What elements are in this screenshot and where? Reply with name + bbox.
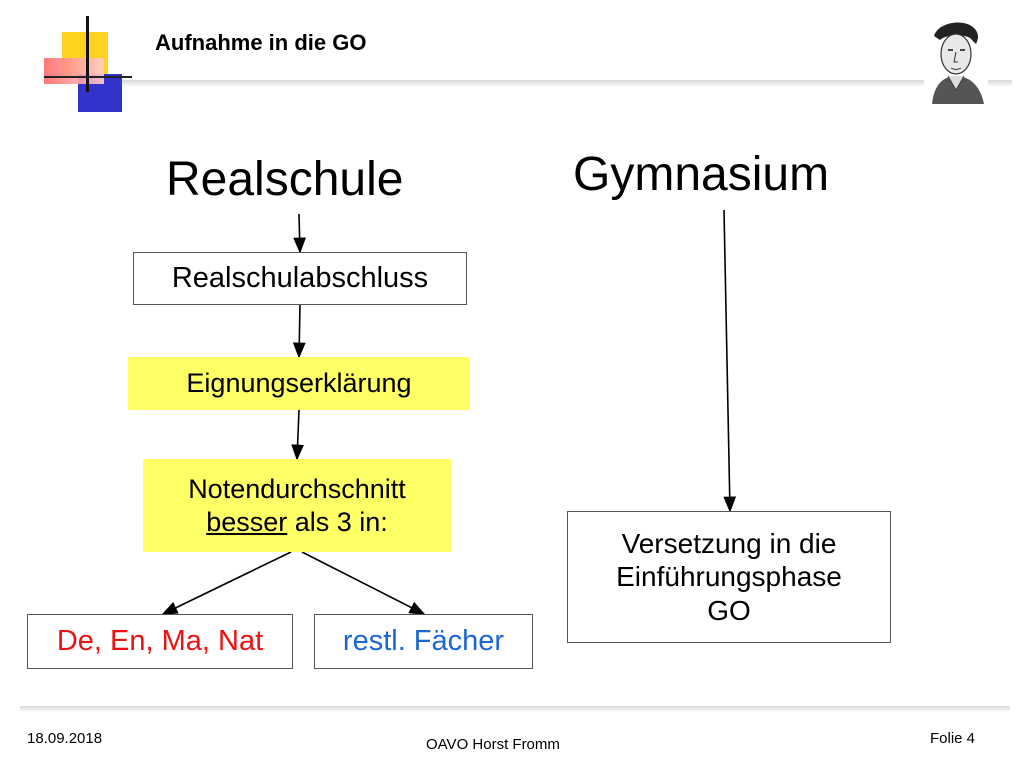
box-realschulabschluss: Realschulabschluss <box>133 252 467 305</box>
footer-date: 18.09.2018 <box>27 730 103 747</box>
arrow-gymnasium-to-versetzung <box>723 209 737 513</box>
box-noten-line2: besser als 3 in: <box>206 506 388 538</box>
box-core-faecher: De, En, Ma, Nat <box>27 614 293 669</box>
heading-gymnasium: Gymnasium <box>573 148 830 201</box>
logo-square-red <box>44 58 104 84</box>
box-notendurchschnitt: Notendurchschnitt besser als 3 in: <box>143 459 451 552</box>
box-versetzung-line2: Einführungsphase <box>616 561 842 593</box>
box-restl-faecher-label: restl. Fächer <box>342 625 505 658</box>
slide-title: Aufnahme in die GO <box>155 30 367 55</box>
box-restl-faecher: restl. Fächer <box>314 614 533 669</box>
arrow-noten-to-rest <box>301 551 426 615</box>
box-noten-besser: besser <box>206 506 288 537</box>
box-versetzung-line1: Versetzung in die <box>621 528 837 560</box>
arrow-eignung-to-noten <box>291 409 304 461</box>
header-rule <box>122 80 1012 86</box>
footer-slide-number: Folie 4 <box>930 730 976 747</box>
box-noten-line1: Notendurchschnitt <box>188 474 406 505</box>
box-eignungserklaerung-label: Eignungserklärung <box>186 368 412 399</box>
footer-author: OAVO Horst Fromm <box>426 736 560 753</box>
arrow-abschluss-to-eignung <box>292 304 306 359</box>
logo-line-horizontal <box>44 76 132 78</box>
arrow-heading-to-abschluss <box>293 213 307 254</box>
footer-rule <box>20 706 1010 711</box>
portrait-image <box>924 18 988 104</box>
box-versetzung: Versetzung in die Einführungsphase GO <box>567 511 891 643</box>
box-core-faecher-label: De, En, Ma, Nat <box>56 625 264 658</box>
box-versetzung-line3: GO <box>707 594 751 626</box>
logo-line-vertical <box>86 16 89 92</box>
arrow-noten-to-core <box>161 551 292 615</box>
box-eignungserklaerung: Eignungserklärung <box>128 357 470 410</box>
box-realschulabschluss-label: Realschulabschluss <box>171 262 429 295</box>
box-noten-rest: als 3 in: <box>287 506 388 537</box>
heading-realschule: Realschule <box>166 153 404 206</box>
